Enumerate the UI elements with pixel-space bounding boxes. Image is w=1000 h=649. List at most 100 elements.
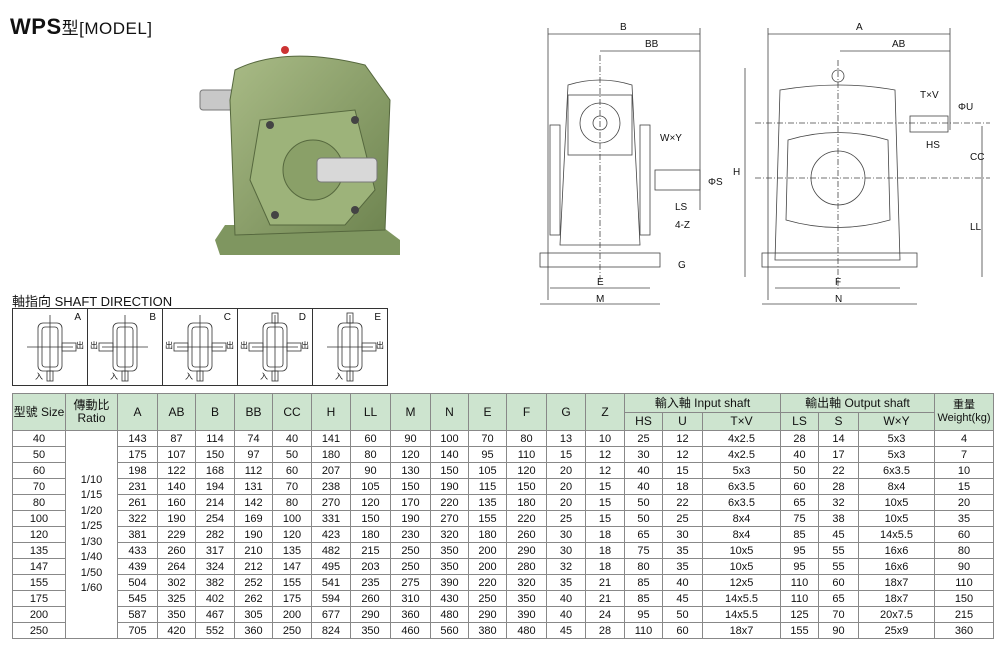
table-cell: 18x7 xyxy=(702,622,781,639)
table-cell: 120 xyxy=(272,526,312,543)
table-cell: 238 xyxy=(311,478,351,495)
table-cell: 252 xyxy=(234,574,273,591)
table-cell: 420 xyxy=(157,622,196,639)
table-cell: 15 xyxy=(934,478,994,495)
table-cell: 100 xyxy=(12,510,66,527)
table-cell: 155 xyxy=(780,622,819,639)
table-cell: 190 xyxy=(234,526,273,543)
table-cell: 141 xyxy=(311,430,351,447)
shaft-type-label: B xyxy=(149,312,156,323)
table-cell: 423 xyxy=(311,526,351,543)
ratio-value: 1/30 xyxy=(80,535,103,548)
table-cell: 552 xyxy=(195,622,235,639)
table-cell: 194 xyxy=(195,478,235,495)
table-cell: 95 xyxy=(468,446,507,463)
ratio-value: 1/15 xyxy=(80,489,103,501)
header-output-col: S xyxy=(818,412,859,431)
table-cell: 10x5 xyxy=(858,510,935,527)
table-cell: 824 xyxy=(311,622,351,639)
header-input-col: HS xyxy=(624,412,663,431)
in-label: 入 xyxy=(260,372,268,381)
table-cell: 60 xyxy=(818,574,859,591)
table-cell: 594 xyxy=(311,590,351,607)
table-cell: 212 xyxy=(234,558,273,575)
table-cell: 18 xyxy=(662,478,703,495)
table-cell: 290 xyxy=(506,542,547,559)
svg-text:G: G xyxy=(678,260,686,271)
table-cell: 382 xyxy=(195,574,235,591)
table-cell: 254 xyxy=(195,510,235,527)
table-cell: 50 xyxy=(624,494,663,511)
table-cell: 331 xyxy=(311,510,351,527)
in-label: 入 xyxy=(110,372,118,381)
table-cell: 14x5.5 xyxy=(702,590,781,607)
table-cell: 115 xyxy=(468,478,507,495)
table-cell: 65 xyxy=(624,526,663,543)
table-cell: 495 xyxy=(311,558,351,575)
table-cell: 32 xyxy=(546,558,586,575)
svg-text:4-Z: 4-Z xyxy=(675,220,690,231)
table-cell: 50 xyxy=(272,446,312,463)
table-cell: 12x5 xyxy=(702,574,781,591)
table-cell: 169 xyxy=(234,510,273,527)
table-cell: 235 xyxy=(350,574,391,591)
table-cell: 110 xyxy=(506,446,547,463)
header-h: H xyxy=(311,393,351,431)
table-cell: 40 xyxy=(546,606,586,623)
header-e: E xyxy=(468,393,507,431)
table-cell: 15 xyxy=(585,494,625,511)
table-cell: 74 xyxy=(234,430,273,447)
table-cell: 28 xyxy=(585,622,625,639)
table-cell: 80 xyxy=(12,494,66,511)
table-cell: 85 xyxy=(624,590,663,607)
table-cell: 60 xyxy=(272,462,312,479)
table-cell: 150 xyxy=(390,478,431,495)
table-cell: 10 xyxy=(585,430,625,447)
table-cell: 380 xyxy=(468,622,507,639)
table-cell: 230 xyxy=(390,526,431,543)
table-cell: 20 xyxy=(546,462,586,479)
table-cell: 12 xyxy=(585,462,625,479)
table-cell: 220 xyxy=(506,510,547,527)
table-cell: 14x5.5 xyxy=(858,526,935,543)
table-cell: 275 xyxy=(390,574,431,591)
table-cell: 180 xyxy=(506,494,547,511)
table-cell: 100 xyxy=(272,510,312,527)
header-input-shaft: 輸入軸 Input shaft xyxy=(624,393,781,413)
header-output-shaft: 輸出軸 Output shaft xyxy=(780,393,935,413)
table-cell: 55 xyxy=(818,558,859,575)
table-cell: 320 xyxy=(506,574,547,591)
out-label: 出 xyxy=(165,341,173,350)
table-cell: 677 xyxy=(311,606,351,623)
table-cell: 140 xyxy=(430,446,469,463)
table-cell: 30 xyxy=(546,526,586,543)
table-cell: 260 xyxy=(157,542,196,559)
table-cell: 360 xyxy=(934,622,994,639)
table-cell: 90 xyxy=(350,462,391,479)
in-label: 入 xyxy=(335,372,343,381)
svg-text:ΦU: ΦU xyxy=(958,102,973,113)
table-cell: 12 xyxy=(662,430,703,447)
table-cell: 155 xyxy=(468,510,507,527)
header-output-col: W×Y xyxy=(858,412,935,431)
table-cell: 261 xyxy=(117,494,158,511)
table-cell: 175 xyxy=(12,590,66,607)
out-label: 出 xyxy=(76,341,84,350)
table-cell: 15 xyxy=(585,510,625,527)
table-cell: 147 xyxy=(272,558,312,575)
table-cell: 200 xyxy=(468,542,507,559)
svg-text:LS: LS xyxy=(675,202,688,213)
table-cell: 40 xyxy=(624,462,663,479)
in-label: 入 xyxy=(185,372,193,381)
table-cell: 70 xyxy=(12,478,66,495)
table-cell: 21 xyxy=(585,590,625,607)
table-cell: 125 xyxy=(780,606,819,623)
header-size: 型號 Size xyxy=(12,393,66,431)
table-cell: 114 xyxy=(195,430,235,447)
table-cell: 38 xyxy=(818,510,859,527)
shaft-type-label: D xyxy=(298,312,306,323)
table-cell: 180 xyxy=(468,526,507,543)
